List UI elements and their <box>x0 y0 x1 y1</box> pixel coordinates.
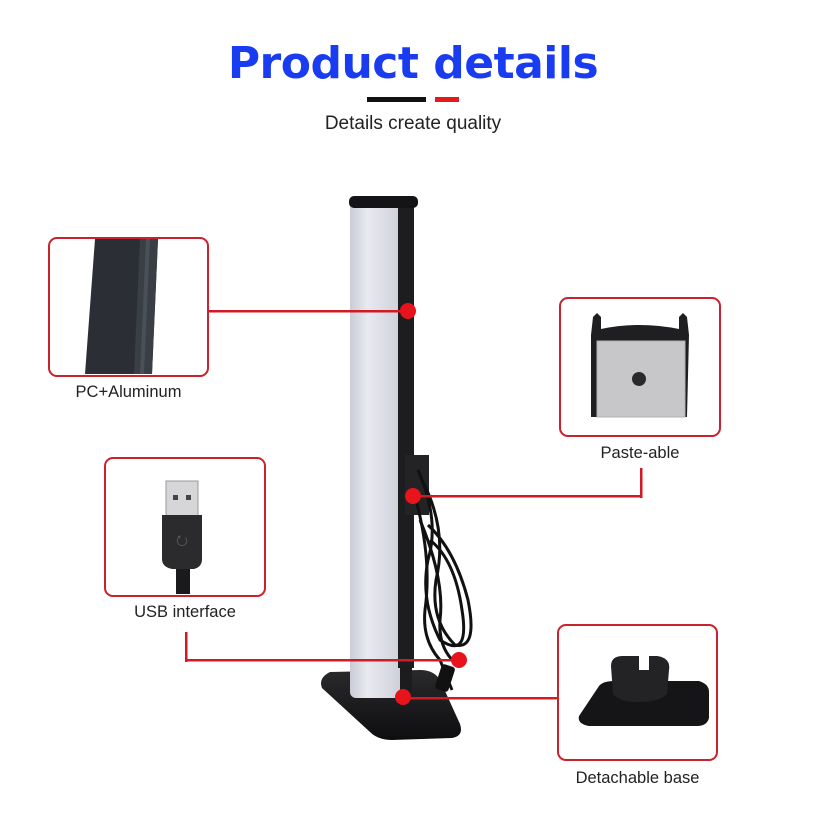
aluminum-profile-icon <box>85 239 158 374</box>
title-divider-red <box>435 97 459 102</box>
callout-material-image-frame <box>48 237 209 377</box>
adhesive-plate-icon <box>591 313 689 418</box>
usb-connector-icon: ⭮ <box>162 480 202 595</box>
callout-usb-image-frame: ⭮ <box>104 457 266 597</box>
callout-base-image-frame <box>557 624 718 761</box>
callout-adhesive-label: Paste-able <box>600 444 680 462</box>
svg-text:⭮: ⭮ <box>176 533 188 549</box>
callout-base-label: Detachable base <box>575 769 700 787</box>
page-title: Product details <box>227 38 599 89</box>
callout-material-label: PC+Aluminum <box>75 383 182 401</box>
callout-adhesive-image-frame <box>559 297 721 437</box>
page-subtitle: Details create quality <box>324 113 502 134</box>
title-divider-black <box>367 97 426 102</box>
stand-base-icon <box>578 656 709 726</box>
callout-usb-label: USB interface <box>134 603 236 621</box>
